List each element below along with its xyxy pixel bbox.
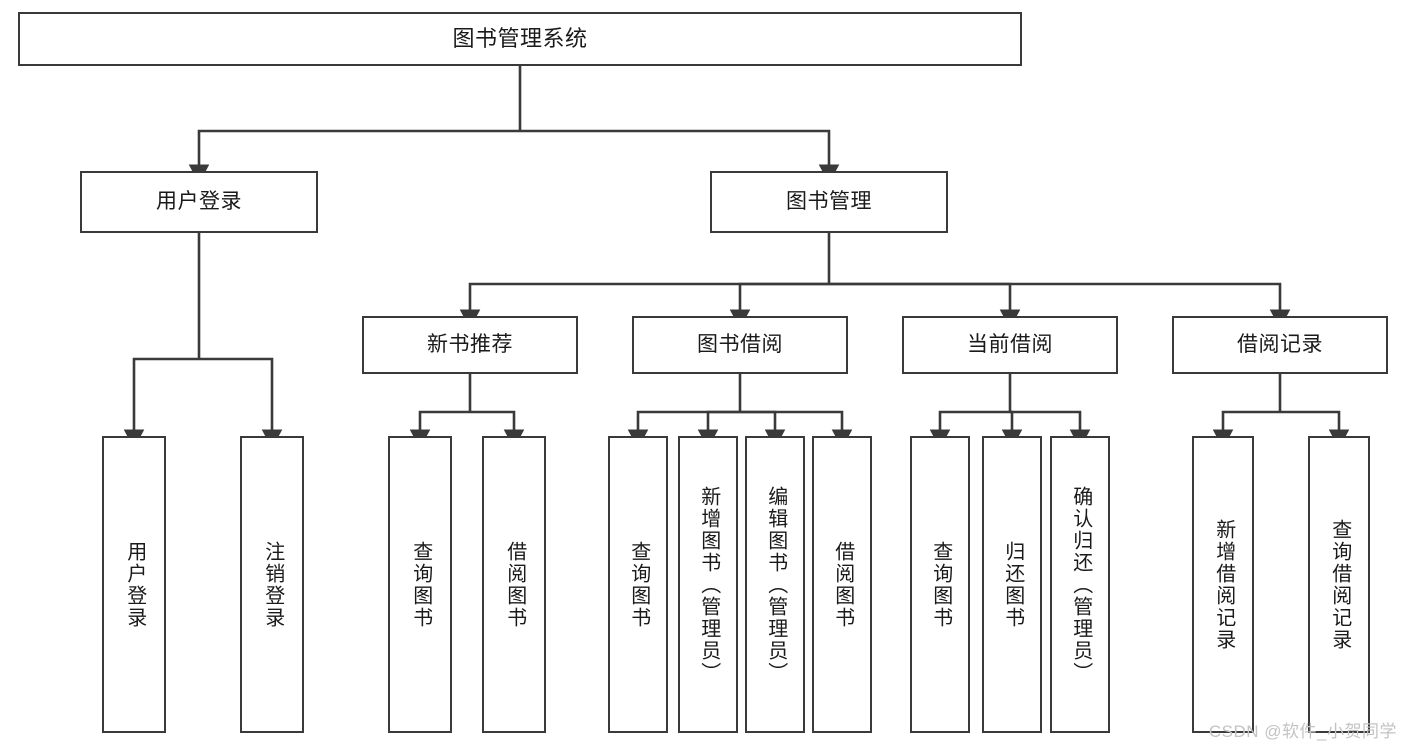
edge-current-to-query — [929, 410, 1010, 449]
edge-book-to-borrow — [729, 282, 829, 329]
node-label: 借阅图书 — [503, 540, 526, 629]
node-leaf-return[interactable]: 归还图书 — [982, 436, 1042, 733]
edge-record-to-query — [1280, 410, 1350, 449]
node-l3-borrow[interactable]: 图书借阅 — [632, 316, 848, 374]
node-leaf-edit-book[interactable]: 编辑图书（管理员） — [745, 436, 805, 733]
edge-user-to-login — [123, 357, 199, 449]
watermark: CSDN @软件_小贺同学 — [1208, 722, 1397, 741]
node-l2-book[interactable]: 图书管理 — [710, 171, 948, 233]
node-leaf-login[interactable]: 用户登录 — [102, 436, 166, 733]
node-l3-record[interactable]: 借阅记录 — [1172, 316, 1388, 374]
edge-book-to-newbook — [459, 282, 829, 329]
edge-user-to-logout — [199, 357, 283, 449]
node-label: 新书推荐 — [427, 332, 513, 356]
edge-book-to-record — [829, 282, 1291, 329]
edge-current-to-confirm — [1010, 410, 1091, 449]
node-root[interactable]: 图书管理系统 — [18, 12, 1022, 66]
node-label: 图书管理 — [786, 189, 872, 213]
edge-borrow-to-edit — [740, 410, 786, 449]
edge-current-to-return — [1001, 410, 1023, 449]
node-label: 查询图书 — [409, 540, 432, 629]
node-label: 新增图书（管理员） — [697, 485, 720, 684]
node-leaf-borrow-1[interactable]: 借阅图书 — [482, 436, 546, 733]
node-label: 注销登录 — [261, 540, 284, 629]
node-label: 图书管理系统 — [452, 26, 588, 52]
node-leaf-q-book-3[interactable]: 查询图书 — [910, 436, 970, 733]
edge-book-to-current — [829, 282, 1021, 329]
node-label: 查询图书 — [929, 540, 952, 629]
node-leaf-q-rec[interactable]: 查询借阅记录 — [1308, 436, 1370, 733]
edge-root-to-book-manage — [520, 129, 840, 184]
edge-newbook-to-borrow — [470, 410, 525, 449]
node-leaf-q-book-2[interactable]: 查询图书 — [608, 436, 668, 733]
node-label: 查询借阅记录 — [1328, 518, 1351, 651]
edge-record-to-add — [1212, 410, 1280, 449]
edge-borrow-to-query — [627, 410, 740, 449]
node-l2-user[interactable]: 用户登录 — [80, 171, 318, 233]
edge-borrow-to-add — [697, 410, 740, 449]
node-label: 用户登录 — [123, 540, 146, 629]
node-label: 编辑图书（管理员） — [764, 485, 787, 684]
edge-borrow-to-borrow — [740, 410, 853, 449]
node-leaf-borrow-2[interactable]: 借阅图书 — [812, 436, 872, 733]
node-label: 图书借阅 — [697, 332, 783, 356]
node-label: 查询图书 — [627, 540, 650, 629]
node-label: 借阅记录 — [1237, 332, 1323, 356]
node-leaf-confirm[interactable]: 确认归还（管理员） — [1050, 436, 1110, 733]
node-leaf-add-book[interactable]: 新增图书（管理员） — [678, 436, 738, 733]
node-leaf-q-book-1[interactable]: 查询图书 — [388, 436, 452, 733]
node-label: 借阅图书 — [831, 540, 854, 629]
node-l3-newbook[interactable]: 新书推荐 — [362, 316, 578, 374]
edge-newbook-to-query — [409, 410, 470, 449]
node-leaf-logout[interactable]: 注销登录 — [240, 436, 304, 733]
node-l3-current[interactable]: 当前借阅 — [902, 316, 1118, 374]
node-label: 用户登录 — [156, 189, 242, 213]
node-leaf-add-rec[interactable]: 新增借阅记录 — [1192, 436, 1254, 733]
node-label: 新增借阅记录 — [1212, 518, 1235, 651]
edge-root-to-user-login — [188, 129, 520, 184]
node-label: 确认归还（管理员） — [1069, 485, 1092, 684]
node-label: 归还图书 — [1001, 540, 1024, 629]
node-label: 当前借阅 — [967, 332, 1053, 356]
